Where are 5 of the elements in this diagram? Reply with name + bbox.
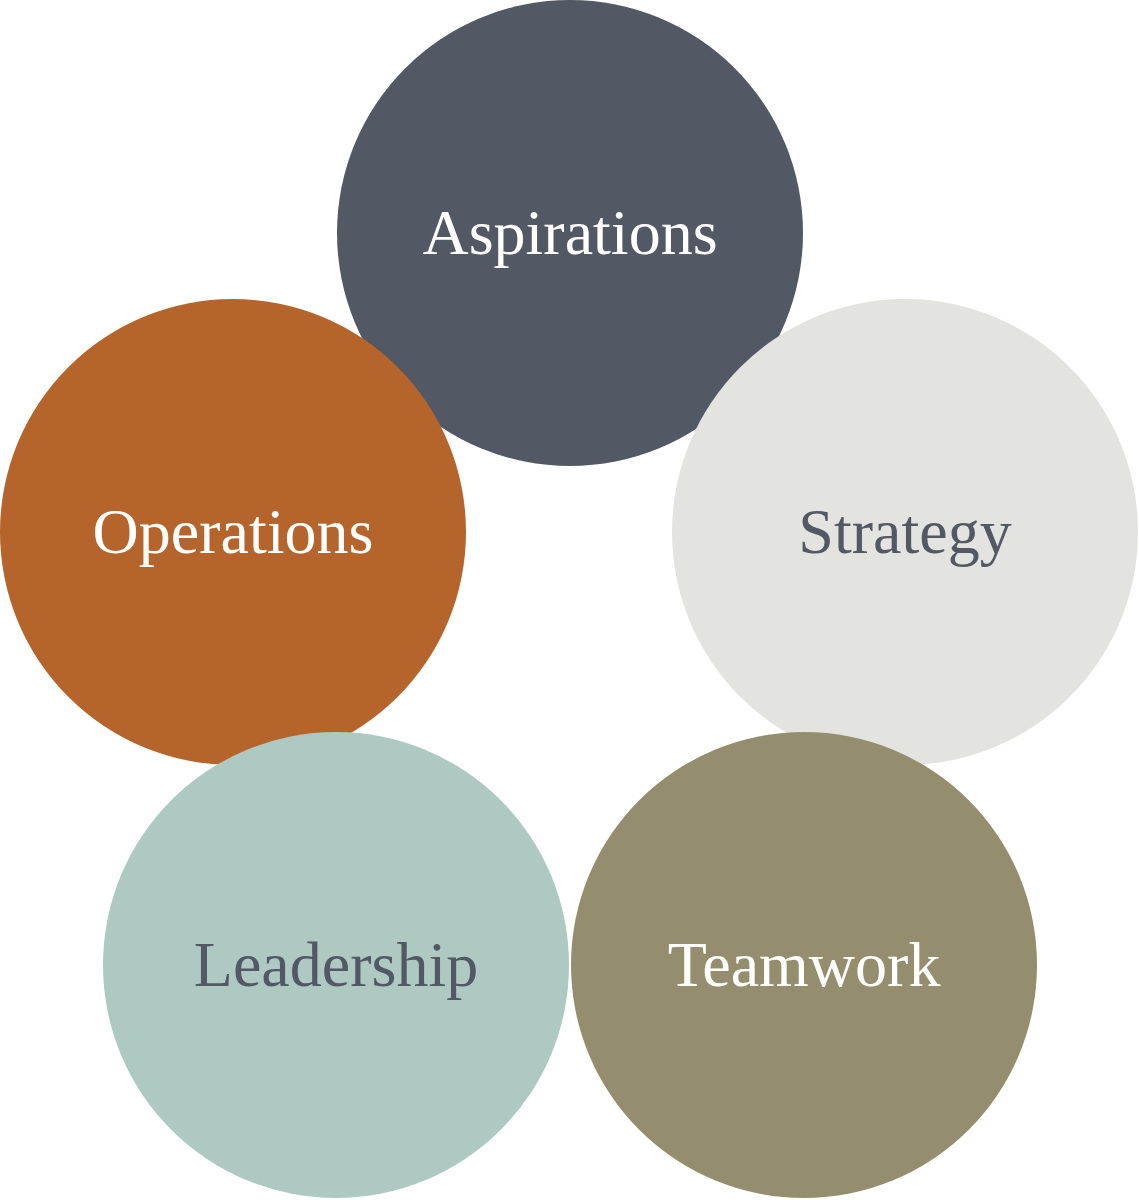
node-label: Strategy [798,496,1012,568]
node-label: Aspirations [422,197,718,269]
node-label: Teamwork [667,929,941,1001]
node-label: Operations [92,496,374,568]
node-label: Leadership [193,929,479,1001]
